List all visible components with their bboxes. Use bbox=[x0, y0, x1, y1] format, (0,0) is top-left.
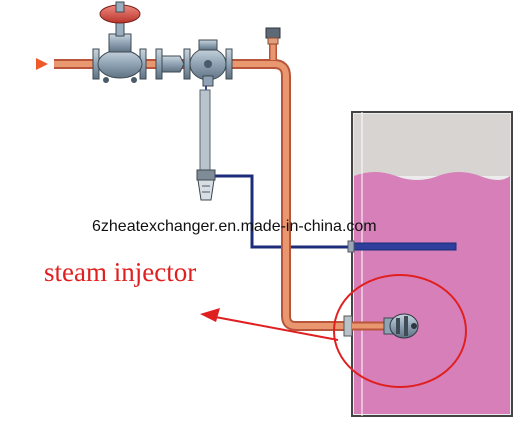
strainer-icon bbox=[155, 48, 191, 80]
annotation-label: steam injector bbox=[44, 257, 197, 287]
watermark-text: 6zheatexchanger.en.made-in-china.com bbox=[92, 218, 377, 235]
temperature-sensor-icon bbox=[196, 89, 216, 201]
tank-liquid bbox=[354, 172, 510, 414]
steam-injector-icon bbox=[383, 313, 419, 339]
gauge-fitting-icon bbox=[265, 27, 281, 45]
tank-head-space bbox=[354, 114, 510, 176]
tank bbox=[351, 111, 513, 417]
temperature-control-valve-icon bbox=[189, 39, 233, 87]
steam-pipe bbox=[54, 44, 392, 337]
inlet-arrow-icon bbox=[36, 58, 48, 70]
tank-nozzle bbox=[343, 315, 353, 337]
globe-valve-icon bbox=[92, 1, 147, 83]
temperature-probe bbox=[351, 242, 457, 251]
annotation-marker bbox=[200, 274, 467, 388]
